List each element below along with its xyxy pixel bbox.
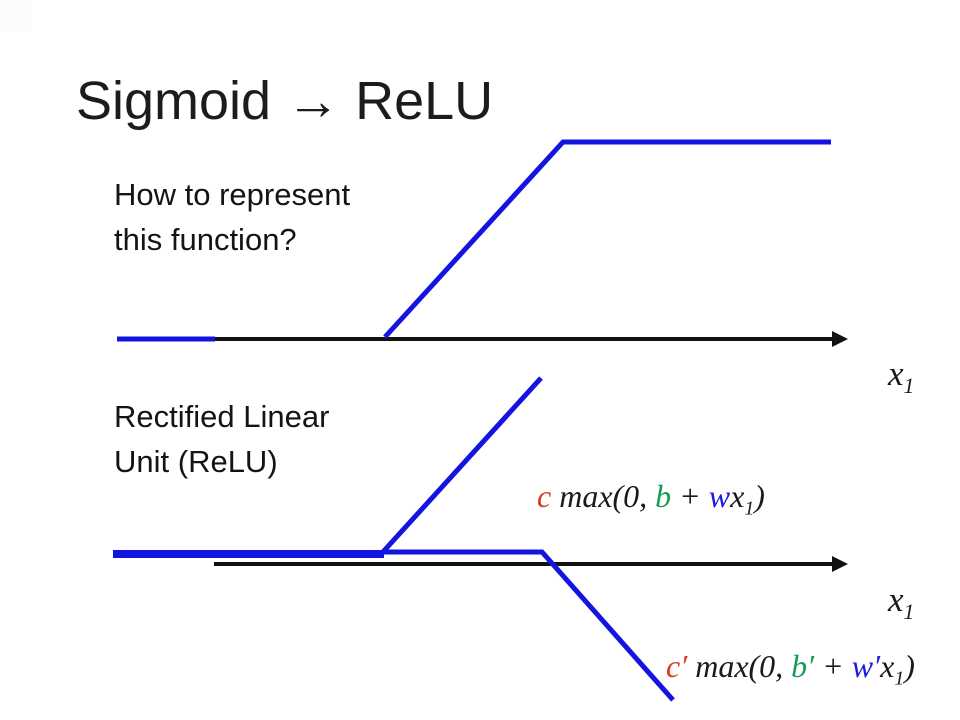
- plus-sign: +: [814, 648, 852, 684]
- bottom-axis-label-x1: x1: [853, 540, 914, 660]
- close-paren: ): [754, 478, 765, 514]
- axis-label-subscript: 1: [903, 374, 915, 398]
- bottom-axis-arrowhead-icon: [832, 556, 848, 572]
- relu-rising-curve: [380, 376, 543, 555]
- bias-b: b: [655, 478, 672, 514]
- note-line: Unit (ReLU): [114, 444, 278, 479]
- slide-title: Sigmoid → ReLU: [76, 71, 494, 131]
- variable-x-subscript: 1: [744, 497, 755, 520]
- relu-descending-curve: [384, 549, 675, 702]
- coefficient-c: c: [537, 478, 552, 514]
- top-axis-label-x1: x1: [853, 314, 914, 434]
- axis-label-subscript: 1: [903, 600, 915, 624]
- note-line: this function?: [114, 222, 297, 257]
- note-line: Rectified Linear: [114, 399, 330, 434]
- top-axis-arrowhead-icon: [832, 331, 848, 347]
- bias-b-prime: b′: [791, 648, 815, 684]
- note-rectified-linear-unit: Rectified Linear Unit (ReLU): [114, 394, 329, 484]
- weight-w: w: [708, 478, 731, 514]
- note-how-to-represent: How to represent this function?: [114, 172, 350, 262]
- variable-x-subscript: 1: [894, 667, 905, 690]
- axis-label-base: x: [888, 354, 904, 393]
- variable-x: x: [880, 648, 895, 684]
- close-paren: ): [904, 648, 915, 684]
- note-line: How to represent: [114, 177, 351, 212]
- max-function-text: max(0,: [551, 478, 656, 514]
- hard-sigmoid-curve: [383, 139, 831, 339]
- weight-w-prime: w′: [851, 648, 881, 684]
- formula-relu-rising: c max(0, b + wx1): [505, 436, 765, 556]
- corner-highlight: [0, 0, 32, 32]
- axis-label-base: x: [888, 580, 904, 619]
- variable-x: x: [730, 478, 745, 514]
- plus-sign: +: [671, 478, 709, 514]
- formula-relu-descending: c′ max(0, b′ + w′x1): [634, 606, 915, 720]
- coefficient-c-prime: c′: [666, 648, 688, 684]
- max-function-text: max(0,: [687, 648, 792, 684]
